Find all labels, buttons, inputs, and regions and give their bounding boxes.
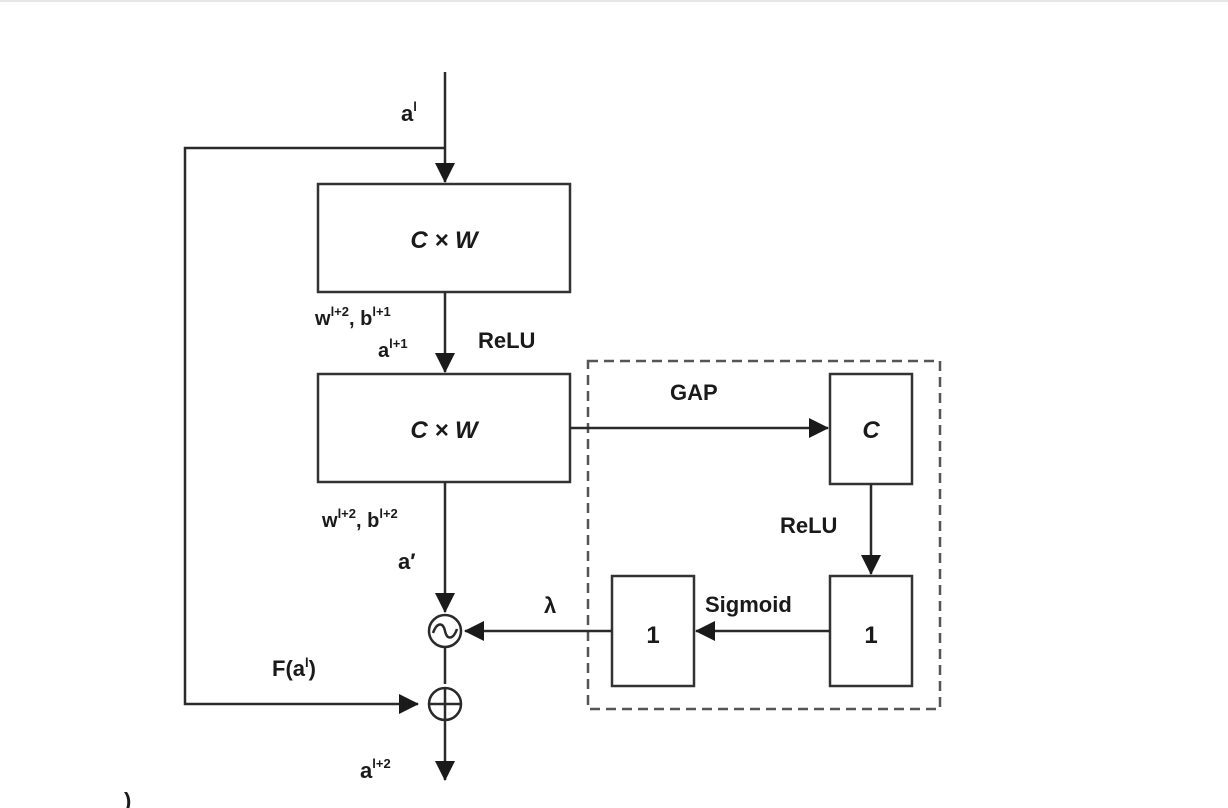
- attention-module-boundary: [586, 359, 942, 711]
- activation1-label: al+1: [378, 336, 408, 362]
- block2-params: wl+2, bl+2: [321, 506, 398, 532]
- fc-box-left-label: 1: [646, 622, 659, 649]
- relu2-label: ReLU: [780, 513, 837, 538]
- relu1-label: ReLU: [478, 328, 535, 353]
- scale-operator-symbol: [431, 623, 459, 639]
- conv-block-1-label: C × W: [410, 227, 480, 254]
- gap-output-box-label: C: [862, 417, 880, 444]
- input-label: al: [401, 99, 417, 126]
- lambda-label: λ: [544, 593, 556, 618]
- skip-connection: [183, 146, 445, 714]
- fc-box-left: [610, 574, 696, 688]
- block1-params: wl+2, bl+1: [314, 304, 391, 330]
- conv-block-2-label: C × W: [410, 417, 480, 444]
- stray-mark: ): [124, 788, 131, 808]
- a-prime-label: a′: [398, 549, 416, 574]
- residual-label: F(al): [272, 655, 316, 681]
- output-label: al+2: [360, 756, 391, 783]
- gap-output-box: [828, 372, 914, 486]
- conv-block-1: [316, 182, 572, 294]
- fc-box-right-label: 1: [864, 622, 877, 649]
- gap-label: GAP: [670, 380, 718, 405]
- top-border: [0, 0, 1228, 2]
- sigmoid-label: Sigmoid: [705, 592, 792, 617]
